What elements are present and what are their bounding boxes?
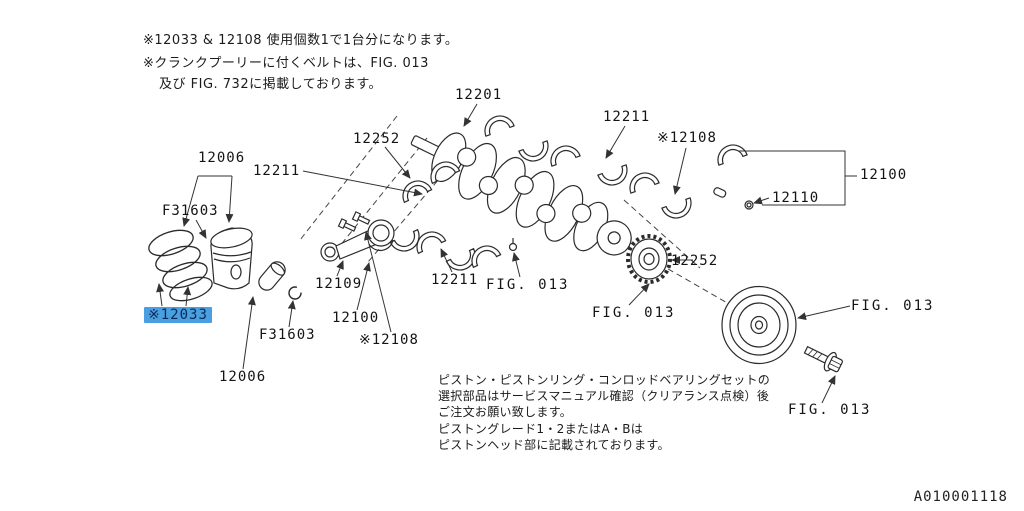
fig-ref-013-pulley[interactable]: FIG. 013 xyxy=(851,298,935,314)
piston xyxy=(210,227,253,290)
part-label-12108-center[interactable]: ※12108 xyxy=(359,332,419,348)
top-note-line2: ※クランクプーリーに付くベルトは、FIG. 013 xyxy=(143,56,429,71)
pulley-bolt xyxy=(803,345,843,373)
bottom-note-line1: ピストン・ピストンリング・コンロッドベアリングセットの xyxy=(438,373,771,387)
bottom-note-line2: 選択部品はサービスマニュアル確認（クリアランス点検）後 xyxy=(438,389,770,403)
part-label-12252-right[interactable]: 12252 xyxy=(671,253,719,269)
part-label-12100-right[interactable]: 12100 xyxy=(860,167,908,183)
part-label-12108-upper-right[interactable]: ※12108 xyxy=(657,130,717,146)
part-label-12211-upper-right[interactable]: 12211 xyxy=(603,109,651,125)
top-note-line3: 及び FIG. 732に掲載しております。 xyxy=(159,77,383,92)
document-code: A010001118 xyxy=(913,489,1008,505)
part-label-f31603-left[interactable]: F31603 xyxy=(162,203,219,219)
part-label-12252-upper[interactable]: 12252 xyxy=(353,131,401,147)
crank-pulley xyxy=(721,285,797,365)
part-label-12006-top[interactable]: 12006 xyxy=(198,150,246,166)
bottom-note-line4: ピストングレード1・2またはA・Bは xyxy=(438,422,644,436)
part-label-12100-center[interactable]: 12100 xyxy=(332,310,380,326)
part-label-12211-center[interactable]: 12211 xyxy=(431,272,479,288)
leader-lines xyxy=(156,103,857,404)
top-note-line1: ※12033 & 12108 使用個数1で1台分になります。 xyxy=(143,33,459,48)
crank-sprocket xyxy=(626,234,672,284)
fig-ref-013-bolt[interactable]: FIG. 013 xyxy=(788,402,872,418)
part-label-12201[interactable]: 12201 xyxy=(455,87,503,103)
part-label-12109[interactable]: 12109 xyxy=(315,276,363,292)
part-label-12033-selected[interactable]: ※12033 xyxy=(144,307,212,323)
crankshaft xyxy=(410,132,632,256)
key-and-bolt xyxy=(713,187,754,210)
bottom-note-line5: ピストンヘッド部に記載されております。 xyxy=(438,438,670,452)
fig-ref-013-sprocket[interactable]: FIG. 013 xyxy=(592,305,676,321)
part-label-12006-bottom[interactable]: 12006 xyxy=(219,369,267,385)
part-label-12110[interactable]: 12110 xyxy=(772,190,820,206)
plug-part xyxy=(508,238,518,252)
fig-ref-013-center[interactable]: FIG. 013 xyxy=(486,277,570,293)
connecting-rod xyxy=(320,211,395,262)
part-label-f31603-center[interactable]: F31603 xyxy=(259,327,316,343)
snap-ring xyxy=(288,286,302,300)
piston-pin xyxy=(258,261,286,291)
bottom-note-line3: ご注文お願い致します。 xyxy=(438,405,573,419)
piston-rings xyxy=(148,229,213,302)
part-label-12211-left[interactable]: 12211 xyxy=(253,163,301,179)
